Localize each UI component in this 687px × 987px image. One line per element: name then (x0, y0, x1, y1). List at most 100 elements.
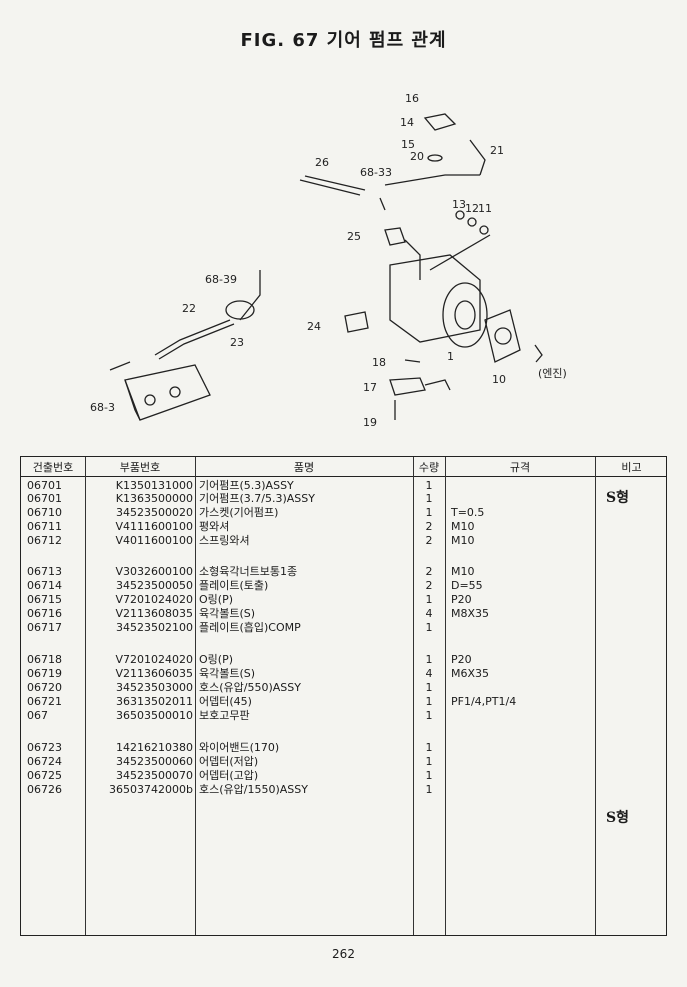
part-name-cell: 스프링와셔 (199, 534, 250, 547)
part-name-cell: 어뎁터(45) (199, 695, 252, 708)
quantity-cell: 1 (425, 783, 433, 796)
spec-cell: P20 (451, 593, 472, 606)
part-name-cell: 소형육각너트보통1종 (199, 565, 298, 578)
part-code-cell: 06718 (27, 653, 62, 666)
part-name-cell: 어뎁터(저압) (199, 755, 259, 768)
quantity-cell: 1 (425, 593, 433, 606)
part-number-cell: V7201024020 (115, 593, 193, 606)
callout-label: 20 (410, 150, 424, 163)
quantity-cell: 1 (425, 755, 433, 768)
remark-note: S형 (606, 490, 629, 506)
quantity-cell: 1 (425, 621, 433, 634)
quantity-cell: 2 (425, 565, 433, 578)
quantity-cell: 1 (425, 769, 433, 782)
quantity-cell: 1 (425, 695, 433, 708)
callout-label: 13 (452, 198, 466, 211)
part-number-cell: V2113606035 (115, 667, 193, 680)
part-code-cell: 06720 (27, 681, 62, 694)
part-name-cell: 가스켓(기어펌프) (199, 506, 279, 519)
part-name-cell: 보호고무판 (199, 709, 250, 722)
callout-label: 21 (490, 144, 504, 157)
part-name-cell: 기어펌프(3.7/5.3)ASSY (199, 492, 315, 505)
table-row: 06724 34523500060 어뎁터(저압) 1 (21, 755, 666, 769)
column-divider (413, 457, 414, 935)
spec-cell: M8X35 (451, 607, 490, 620)
column-divider (595, 457, 596, 935)
quantity-cell: 1 (425, 653, 433, 666)
spec-cell: M10 (451, 565, 475, 578)
quantity-cell: 1 (425, 479, 433, 492)
part-number-cell: V4111600100 (115, 520, 193, 533)
callout-label: 1 (447, 350, 454, 363)
gear-pump-body (389, 254, 481, 343)
spec-cell: M6X35 (451, 667, 490, 680)
part-name-cell: 호스(유압/1550)ASSY (199, 783, 308, 796)
spec-cell: T=0.5 (451, 506, 485, 519)
spec-cell: D=55 (451, 579, 483, 592)
part-name-cell: 평와셔 (199, 520, 230, 533)
callout-label: 23 (230, 336, 244, 349)
part-name-cell: O링(P) (199, 653, 233, 666)
quantity-cell: 2 (425, 579, 433, 592)
part-number-cell: V7201024020 (115, 653, 193, 666)
part-name-cell: 플레이트(토출) (199, 579, 269, 592)
table-row: 06725 34523500070 어뎁터(고압) 1 (21, 769, 666, 783)
part-number-cell: K1363500000 (115, 492, 193, 505)
header-cell: 품명 (293, 461, 315, 474)
part-number-cell: V4011600100 (115, 534, 193, 547)
quantity-cell: 1 (425, 492, 433, 505)
callout-label: 24 (307, 320, 321, 333)
quantity-cell: 1 (425, 709, 433, 722)
header-cell: 비고 (621, 461, 642, 474)
part-number-cell: 34523500070 (116, 769, 193, 782)
callout-label: (엔진) (538, 367, 567, 380)
part-number-cell: 34523500060 (116, 755, 193, 768)
part-number-cell: 36313502011 (116, 695, 193, 708)
part-number-cell: 34523503000 (116, 681, 193, 694)
part-code-cell: 06724 (27, 755, 62, 768)
part-number-cell: 34523502100 (116, 621, 193, 634)
part-number-cell: 14216210380 (116, 741, 193, 754)
part-code-cell: 06717 (27, 621, 62, 634)
quantity-cell: 2 (425, 520, 433, 533)
header-cell: 건출번호 (32, 461, 74, 474)
page-title: FIG. 67 기어 펌프 관계 (240, 30, 447, 51)
spec-cell: P20 (451, 653, 472, 666)
part-name-cell: 호스(유압/550)ASSY (199, 681, 301, 694)
part-code-cell: 06712 (27, 534, 62, 547)
callout-label: 68-39 (205, 273, 237, 286)
callout-label: 17 (363, 381, 377, 394)
quantity-cell: 1 (425, 741, 433, 754)
column-divider (195, 457, 196, 935)
header-cell: 수량 (418, 461, 440, 474)
table-row: 06718 V7201024020 O링(P) 1 P20 (21, 653, 666, 667)
part-number-cell: 36503742000b (109, 783, 193, 796)
callout-label: 25 (347, 230, 361, 243)
table-header-row: 건출번호 부품번호 품명 수량 규격 비고 (21, 457, 666, 477)
column-divider (445, 457, 446, 935)
part-code-cell: 067 (27, 709, 48, 722)
part-code-cell: 06725 (27, 769, 62, 782)
part-number-cell: K1350131000 (115, 479, 193, 492)
callout-label: 68-33 (360, 166, 392, 179)
quantity-cell: 1 (425, 506, 433, 519)
remark-note: S형 (606, 810, 629, 826)
callout-label: 12 (465, 202, 479, 215)
part-name-cell: 어뎁터(고압) (199, 769, 259, 782)
hose-line-20 (384, 174, 480, 186)
header-cell: 규격 (509, 461, 531, 474)
callout-label: 10 (492, 373, 506, 386)
quantity-cell: 4 (425, 607, 433, 620)
